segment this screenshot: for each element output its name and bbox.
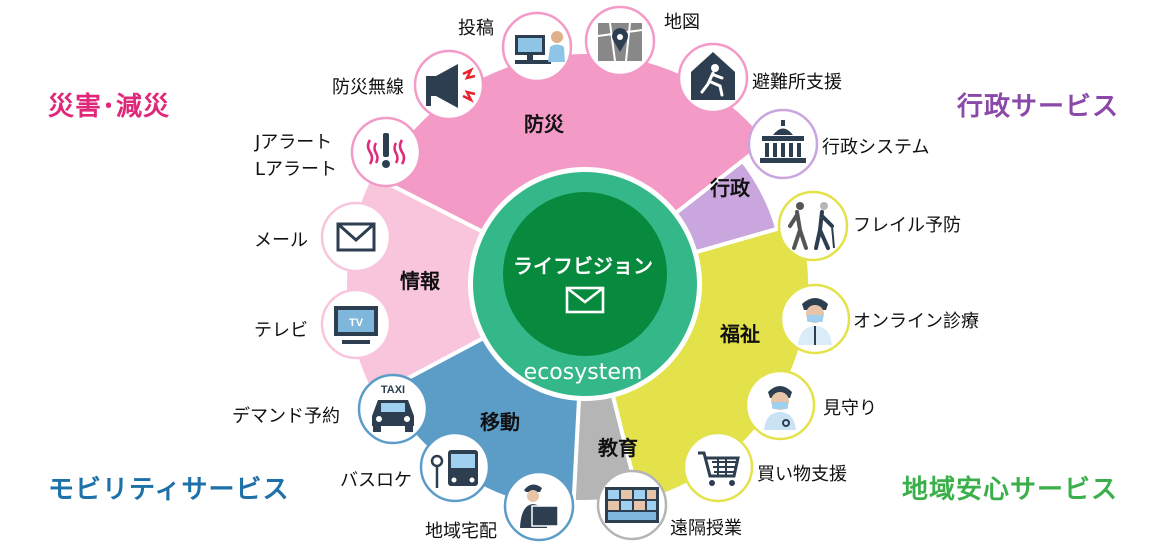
remote-class-icon	[596, 469, 668, 541]
map-pin-icon	[584, 5, 656, 77]
corner-admin: 行政サービス	[957, 92, 1120, 122]
elderly-walking-icon	[777, 190, 849, 262]
label-demand: デマンド予約	[232, 406, 340, 427]
segment-label-jouhou: 情報	[400, 269, 440, 293]
label-takuhai: 地域宅配	[425, 521, 497, 542]
center-subtitle: ecosystem	[523, 360, 643, 385]
delivery-icon	[503, 470, 575, 542]
label-kaimono: 買い物支援	[757, 464, 847, 485]
segment-label-idou: 移動	[480, 410, 520, 434]
label-tv: テレビ	[254, 320, 308, 341]
center-core	[503, 192, 667, 356]
label-frail: フレイル予防	[853, 215, 961, 236]
shopping-cart-icon	[682, 431, 754, 503]
tv-screen-text: TV	[349, 317, 364, 329]
label-l-alert: Lアラート	[255, 159, 338, 180]
nurse-icon	[744, 369, 816, 441]
label-bus: バスロケ	[340, 470, 412, 491]
envelope-icon	[565, 286, 605, 314]
label-toukou: 投稿	[458, 18, 494, 39]
label-bousai-musen: 防災無線	[332, 77, 404, 98]
government-building-icon	[747, 108, 819, 180]
label-j-alert: Jアラート	[255, 132, 333, 153]
label-mail: メール	[254, 230, 308, 251]
taxi-sign-text: TAXI	[381, 384, 405, 396]
computer-user-icon	[501, 11, 573, 83]
segment-label-fukushi: 福祉	[720, 322, 760, 346]
segment-label-gyousei: 行政	[710, 176, 750, 200]
label-enkaku: 遠隔授業	[670, 518, 742, 539]
label-online: オンライン診療	[853, 311, 979, 332]
segment-label-bousai: 防災	[524, 112, 564, 136]
bus-icon	[419, 431, 491, 503]
mail-icon	[320, 201, 392, 273]
segment-label-kyouiku: 教育	[598, 436, 638, 460]
doctor-icon	[779, 283, 851, 355]
label-gyousei-system: 行政システム	[822, 137, 930, 158]
label-chizu: 地図	[664, 12, 700, 33]
center-title: ライフビジョン	[513, 254, 653, 278]
evacuation-icon	[677, 42, 749, 114]
loudspeaker-icon	[413, 49, 485, 121]
corner-community: 地域安心サービス	[902, 475, 1119, 505]
label-hinanjo: 避難所支援	[752, 72, 842, 93]
corner-disaster: 災害･減災	[48, 92, 171, 122]
taxi-icon: TAXI	[357, 373, 429, 445]
corner-mobility: モビリティサービス	[48, 475, 290, 505]
alert-icon	[350, 116, 422, 188]
tv-icon: TV	[320, 288, 392, 360]
label-mimamori: 見守り	[823, 398, 877, 419]
